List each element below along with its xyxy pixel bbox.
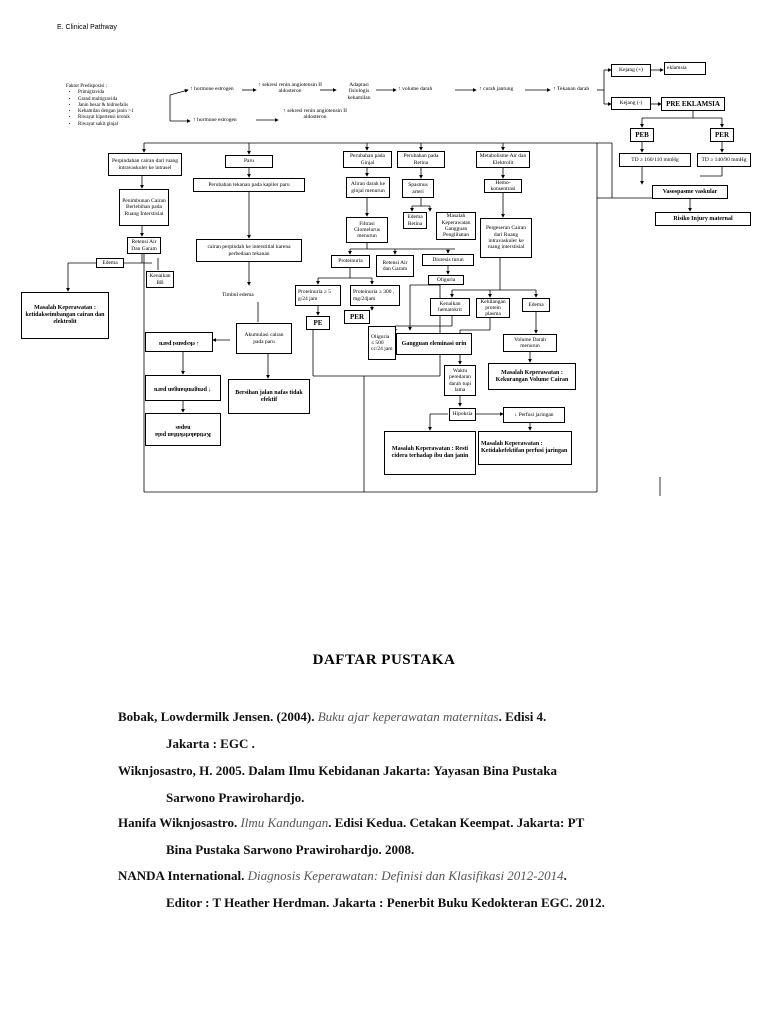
node-paru: Paru [225, 155, 273, 168]
node-perpindahan-cairan: Perpindahan cairan dari ruang intravasku… [108, 153, 182, 176]
masalah-perfusi-jaringan: Masalah Keperawatan : Ketidakefektifan p… [478, 431, 572, 465]
node-per-mid: PER [344, 310, 370, 324]
masalah-bersihan-jalan-nafas: Bersihan jalan nafas tidak efektif [228, 379, 310, 414]
node-penimbunan: Penimbunan Cairan Berlebihan pada Ruang … [119, 189, 169, 226]
node-eklamsia: eklamsia [664, 62, 706, 75]
node-volume-darah: ↑ volume darah [398, 86, 433, 92]
factor-item: Primigravida [78, 90, 133, 96]
node-vasospasme: Vasospasme vaskular [652, 185, 728, 199]
factor-item: Riwayat hipertensi kronik [78, 115, 133, 121]
node-filtrasi: Filtrasi Glomelurus menurun [346, 217, 388, 243]
node-perubahan-retina: Perubahan pada Retina [397, 151, 445, 168]
reference-item: Wiknjosastro, H. 2005. Dalam Ilmu Kebida… [118, 763, 557, 805]
node-akumulasi: Akumulasi cairan pada paru [236, 323, 292, 354]
reference-item: Bobak, Lowdermilk Jensen. (2004). Buku a… [118, 709, 547, 751]
predisposition-factors: Faktor Predisposisi : Primigravida Grand… [66, 84, 133, 128]
node-kehilangan-protein: Kehilangan protein plasma [476, 298, 510, 318]
factor-item: Riwayat sakit ginjal [78, 122, 133, 128]
masalah-gangguan-penglihatan: Masalah Keperawatan Gangguan Penglihatan [436, 212, 476, 240]
factors-list: Primigravida Grand multigravida Janin be… [66, 90, 133, 128]
node-proteinuria-300: Proteinuria ≥ 300 , mg/24jam [350, 285, 400, 306]
node-kejang-positif: Kejang (+) [611, 64, 651, 77]
node-td-per: TD ≥ 140/90 mmHg [697, 153, 751, 167]
node-perubahan-ginjal: Perubahan pada Ginjal [343, 151, 392, 168]
section-title: E. Clinical Pathway [57, 24, 117, 31]
node-pengembangan-paru: ↑ pengembangan paru [145, 375, 221, 401]
node-pre-eklamsia: PRE EKLAMSIA [661, 97, 725, 111]
factors-heading: Faktor Predisposisi : [66, 84, 108, 89]
node-edema-retina: Edema Retina [403, 212, 427, 229]
node-hemokonsentrasi: Hemo-konsentrasi [484, 179, 522, 193]
node-curah-jantung: ↑ curah jantung [479, 86, 514, 92]
references-heading: DAFTAR PUSTAKA [312, 652, 456, 668]
factor-item: Kehamilan dengan janin >1 [78, 109, 133, 115]
node-edema-left: Edema [96, 258, 124, 268]
factor-item: Janin besar & hidroefalis [78, 103, 133, 109]
masalah-keseimbangan-cairan: Masalah Keperawatan : ketidakseimbangan … [21, 292, 109, 339]
node-adaptasi: Adaptasi fisiologis kehamilan [347, 82, 371, 101]
node-edema-right: Edema [522, 298, 550, 312]
node-timbul-edema: Timbul edema [222, 292, 254, 298]
node-per-top: PER [710, 128, 734, 142]
masalah-resti-cidera: Masalah Keperawatan : Resti cidera terha… [384, 431, 476, 475]
node-kenaikan-bb: Kenaikan BB [146, 271, 174, 288]
node-pe: PE [306, 316, 330, 330]
node-metabolisme: Metabolisme Air dan Elektrolit [476, 151, 530, 168]
node-diuresis: Diuresis turun [422, 254, 474, 266]
node-kejang-negatif: Kejang (-) [611, 97, 651, 110]
node-hormone-estrogen-2: ↑ hormone estrogen [193, 117, 237, 123]
node-cairan-pindah: cairan perpindah ke interstitial karena … [196, 239, 302, 262]
node-perfusi-jaringan: ↓ Perfusi jaringan [503, 407, 565, 423]
node-retensi-air: Retensi Air dan Garam [376, 255, 414, 277]
node-oliguria-500: Oliguria ≤ 500 cc/24 jam [368, 326, 396, 360]
node-waktu-peredaran: Waktu peredaran darah tupi lama [444, 365, 476, 396]
node-aliran-darah: Aliran darah ke ginjal menurun [346, 177, 390, 198]
node-hormone-estrogen-1: ↑ hormone estrogen [190, 86, 234, 92]
node-peb: PEB [630, 128, 654, 142]
node-renin-1: ↑ sekresi renin angiotensin II aldostero… [258, 82, 322, 95]
node-pergeseran-cairan: Pergeseran Cairan dari Ruang intravaskul… [480, 218, 532, 258]
node-kenaikan-hematokrit: Kenaikan hematokrit [430, 298, 470, 316]
node-td-peb: TD ≥ 160/110 mmHg [619, 153, 691, 167]
masalah-kekurangan-volume: Masalah Keperawatan : Kekurangan Volume … [488, 363, 576, 390]
factor-item: Grand multigravida [78, 97, 133, 103]
node-oliguria: Oliguria [428, 275, 464, 285]
node-tekanan-darah: ↑ Tekanan darah [553, 86, 590, 92]
node-proteinuria: Proteinuria [331, 255, 370, 268]
masalah-pola-napas: Ketidakefektifan pola napas [145, 413, 221, 446]
masalah-gangguan-eliminasi: Gangguan eleminasi urin [396, 333, 472, 355]
node-perubahan-tekanan: Perubahan tekanan pada kapiler paru [193, 178, 305, 192]
reference-item: NANDA International. Diagnosis Keperawat… [118, 868, 605, 910]
node-retensi-garam: Retensi Air Dan Garam [127, 237, 161, 254]
node-ekspansi-paru: ↓ ekspansi paru [145, 332, 213, 352]
node-volume-darah-menurun: Volume Darah menurun [503, 334, 557, 352]
node-spasmus: Spasmus arteri [402, 179, 434, 198]
node-renin-2: ↑ sekresi renin angiotensin II aldostero… [283, 108, 347, 121]
node-hipoksia: Hipoksia [449, 408, 476, 421]
node-proteinuria-5g: Proteinuria ≥ 5 g/24 jam [295, 285, 341, 306]
node-risiko-injury: Risiko Injury maternal [655, 212, 751, 226]
reference-item: Hanifa Wiknjosastro. Ilmu Kandungan. Edi… [118, 815, 585, 857]
